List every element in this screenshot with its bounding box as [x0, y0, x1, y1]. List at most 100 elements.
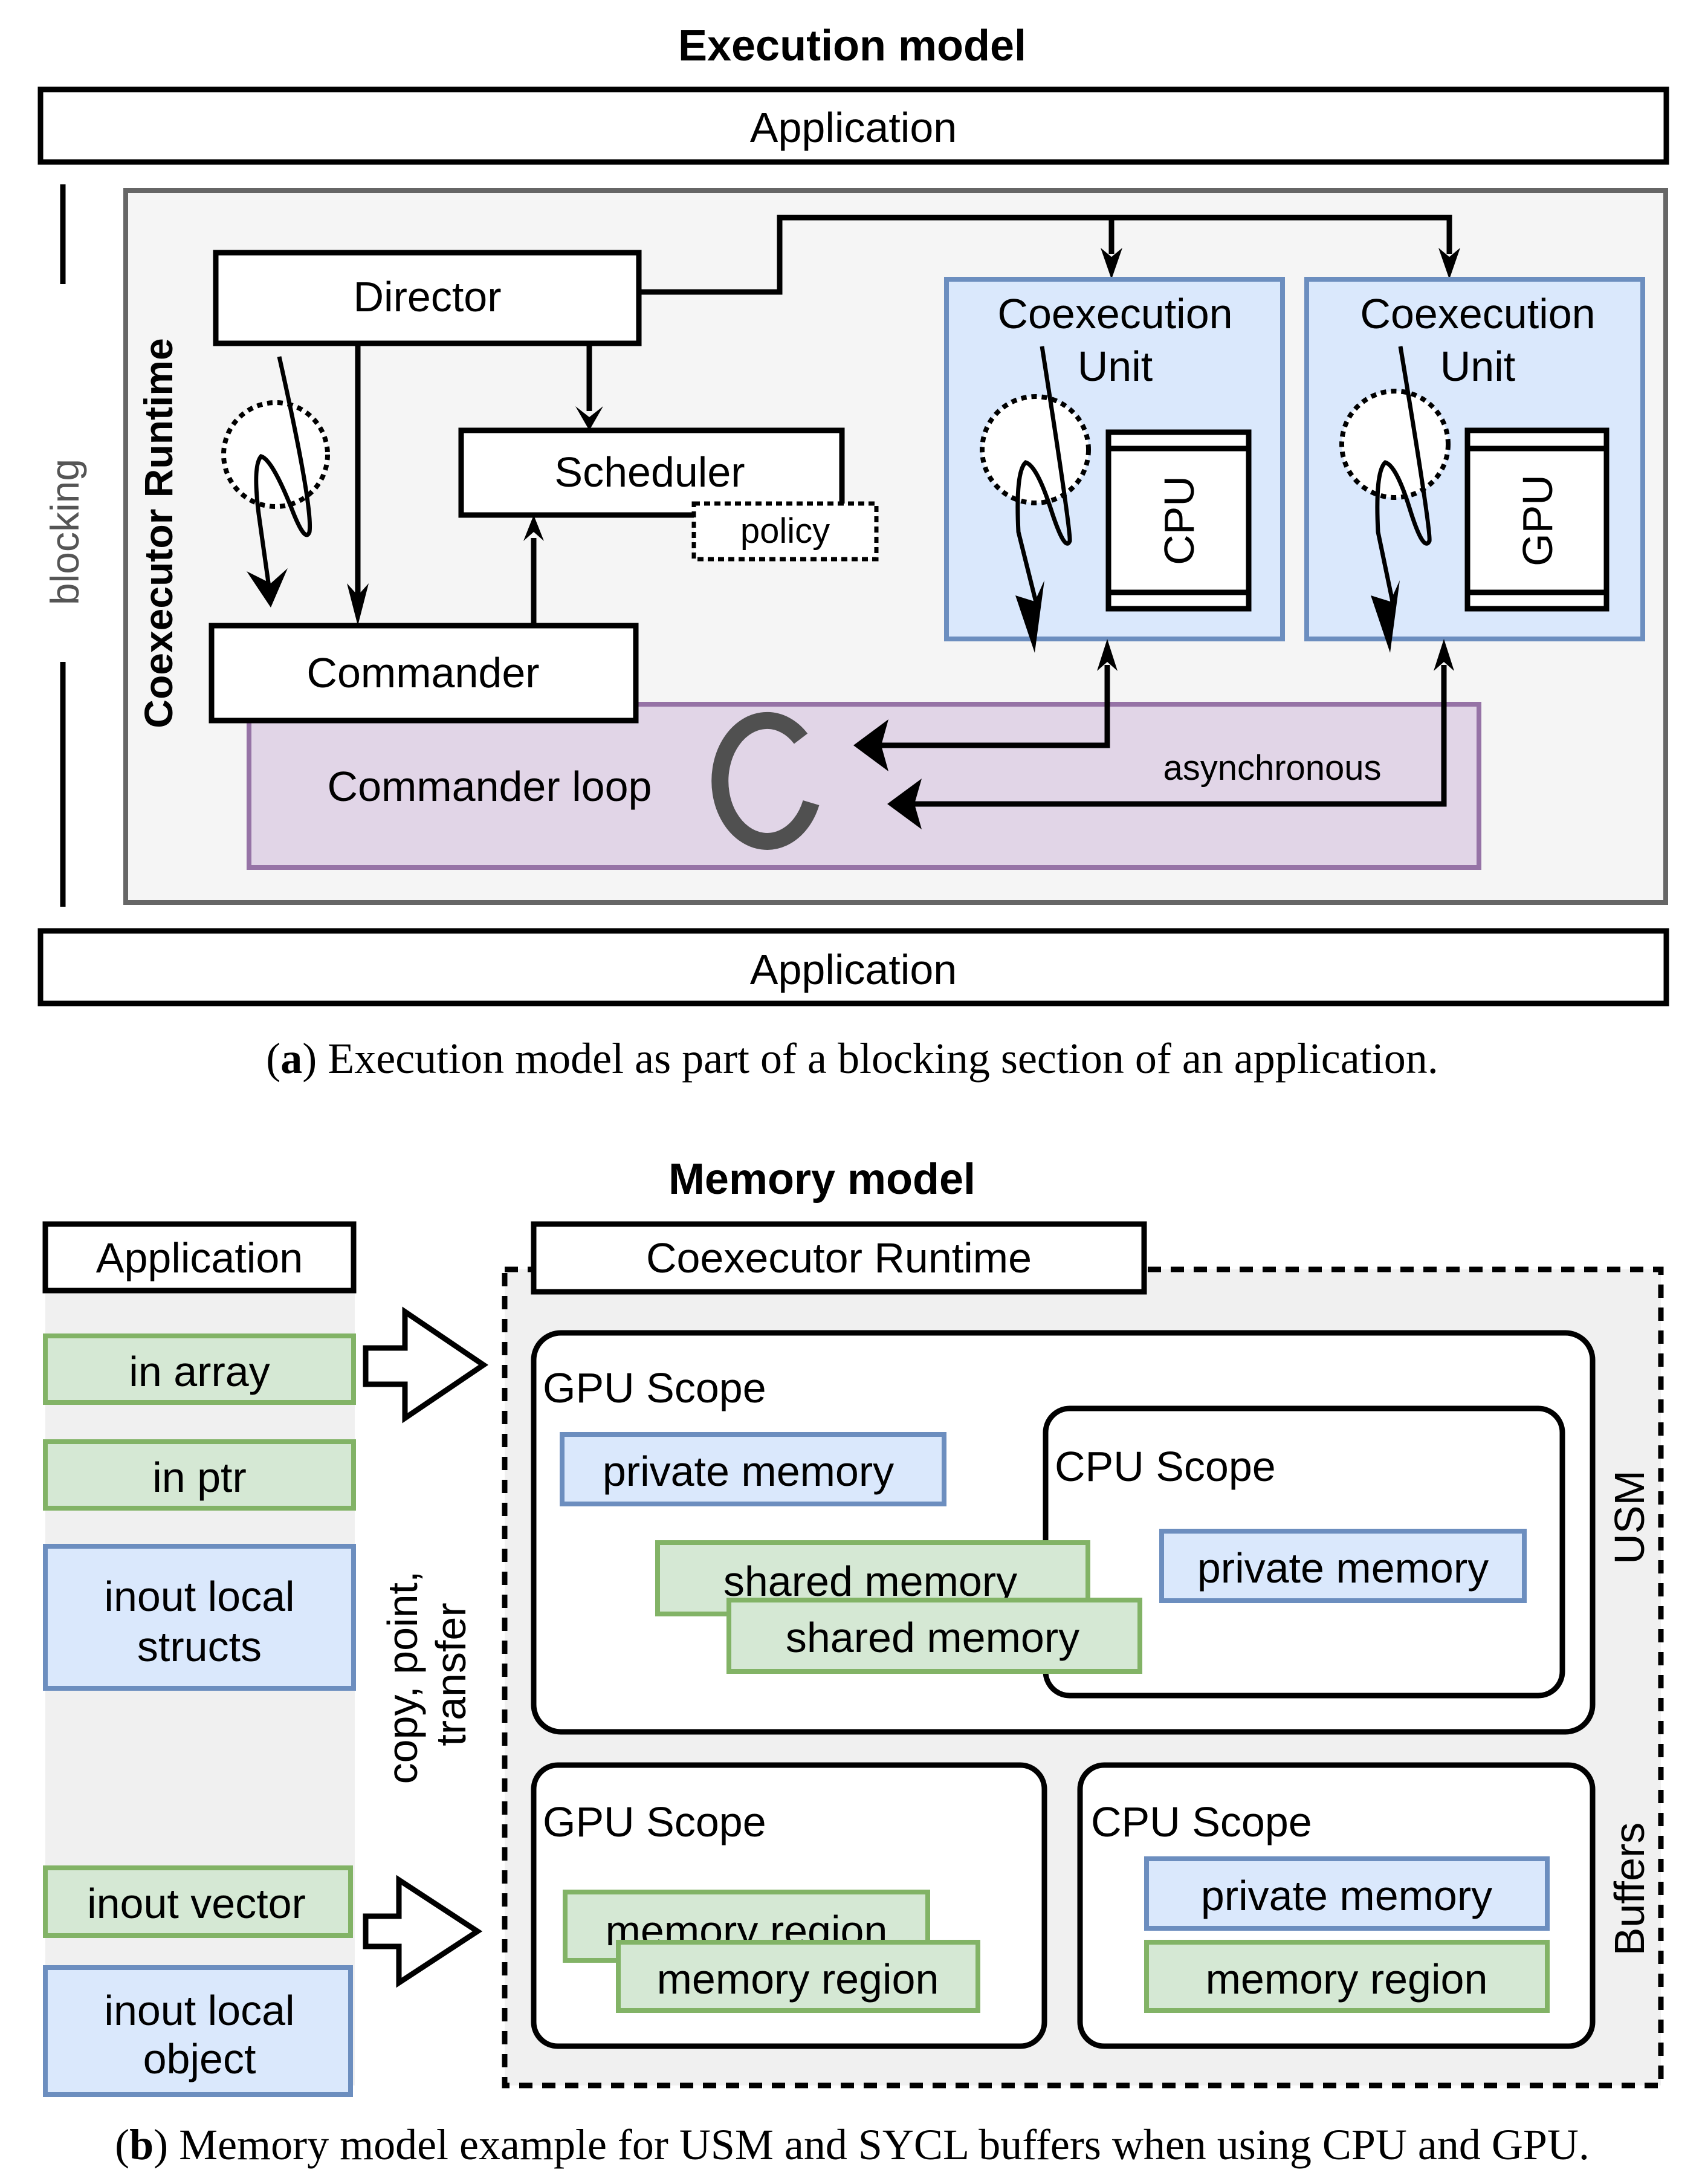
- buffers-cpu-private-memory: [1144, 1856, 1550, 1931]
- app-item-inout-vector: [43, 1865, 353, 1938]
- runtime-header-label: Coexecutor Runtime: [646, 1234, 1032, 1282]
- usm-cpu-private-memory: [1159, 1529, 1527, 1603]
- caption-b: (b) Memory model example for USM and SYC…: [115, 2121, 1590, 2169]
- commander-loop-label: Commander loop: [328, 763, 652, 810]
- async-arrowhead-gpu: [887, 779, 922, 829]
- coexecution-unit-gpu: Coexecution Unit GPU: [1304, 277, 1645, 653]
- app-item-inout-local-object: [43, 1965, 353, 2097]
- buffers-gpu-region-front-label: memory region: [657, 1956, 939, 2003]
- scheduler-label: Scheduler: [554, 449, 745, 496]
- caption-a: (a) Execution model as part of a blockin…: [266, 1034, 1438, 1083]
- usm-shared-back-label: shared memory: [723, 1558, 1017, 1605]
- bottom-application-box: [37, 928, 1669, 1006]
- loop-cycle-icon: [711, 711, 820, 850]
- async-arrowhead-gpu-up: [1434, 639, 1454, 671]
- transfer-arrow-usm: [363, 1306, 489, 1424]
- gpu-thread-arrowhead: [1371, 580, 1400, 653]
- arrowhead-director-commander: [347, 583, 369, 626]
- app-item-inout-vector-label: inout vector: [87, 1880, 306, 1927]
- coexecution-unit-cpu: Coexecution Unit CPU: [944, 277, 1285, 653]
- gpu-device-box: [1464, 427, 1610, 612]
- usm-gpu-private-label: private memory: [603, 1448, 894, 1495]
- caption-a-text: Execution model as part of a blocking se…: [317, 1034, 1438, 1083]
- gpu-unit-title-line2: Unit: [1440, 343, 1515, 390]
- app-item-structs-line1: inout local: [104, 1573, 294, 1620]
- asynchronous-label: asynchronous: [1163, 748, 1381, 788]
- commander-label: Commander: [306, 649, 539, 696]
- gpu-thread-circle: [1339, 389, 1451, 500]
- cpu-thread-icon: [1015, 346, 1072, 605]
- coexecutor-runtime-label: Coexecutor Runtime: [136, 338, 181, 728]
- buffers-side-label: Buffers: [1606, 1823, 1653, 1956]
- buffers-gpu-region-front: [616, 1940, 980, 2013]
- blocking-label: blocking: [42, 459, 87, 605]
- caption-a-letter: a: [280, 1034, 302, 1083]
- top-application-label: Application: [750, 104, 957, 151]
- scheduler-box: [458, 427, 845, 518]
- policy-box: [691, 501, 879, 562]
- figure-a-execution-model: Execution model Application blocking Coe…: [37, 22, 1669, 1083]
- app-item-inout-local-structs: [43, 1544, 356, 1691]
- policy-label: policy: [740, 511, 830, 551]
- cpu-unit-title-line2: Unit: [1078, 343, 1153, 390]
- cpu-thread-arrowhead: [1015, 580, 1044, 653]
- cpu-device-label: CPU: [1156, 476, 1203, 565]
- app-item-in-ptr: [43, 1439, 356, 1511]
- transfer-arrow-buffers: [363, 1875, 483, 1988]
- app-item-in-array-label: in array: [129, 1348, 270, 1395]
- buffers-cpu-private-label: private memory: [1201, 1872, 1492, 1919]
- arrow-director-units: [639, 215, 1452, 295]
- arrowhead-cpu-unit: [1101, 248, 1122, 279]
- async-arrow-cpu: [879, 665, 1110, 748]
- commander-loop-box: [247, 702, 1481, 870]
- buffers-cpu-region-label: memory region: [1206, 1956, 1488, 2003]
- commander-box: [209, 623, 639, 724]
- figure-b-memory-model: Memory model Application in array in ptr…: [42, 1155, 1664, 2169]
- app-item-in-array: [43, 1333, 356, 1405]
- arrowhead-gpu-unit: [1438, 248, 1460, 279]
- director-box: [213, 250, 642, 346]
- cpu-unit-title-line1: Coexecution: [997, 290, 1232, 337]
- runtime-header-box: [531, 1221, 1147, 1295]
- gpu-device-label: GPU: [1514, 475, 1561, 566]
- application-header-label: Application: [96, 1234, 303, 1282]
- top-application-box: [37, 86, 1669, 165]
- cpu-thread-circle: [980, 394, 1091, 505]
- director-label: Director: [353, 273, 501, 320]
- execution-model-title: Execution model: [678, 22, 1026, 70]
- top-application-bar: Application: [37, 86, 1669, 165]
- async-arrowhead-cpu-up: [1097, 639, 1118, 671]
- cpu-device-box: [1105, 429, 1252, 612]
- caption-b-text: Memory model example for USM and SYCL bu…: [168, 2121, 1590, 2169]
- buffers-cpu-scope-label: CPU Scope: [1091, 1798, 1312, 1845]
- transfer-label-line1: copy, point,: [379, 1571, 426, 1784]
- buffers-section: GPU Scope memory region memory region CP…: [531, 1762, 1653, 2049]
- caption-b-letter: b: [129, 2121, 154, 2169]
- usm-side-label: USM: [1606, 1470, 1653, 1564]
- app-item-structs-line2: structs: [137, 1623, 262, 1670]
- async-arrowhead-cpu: [853, 719, 888, 771]
- usm-cpu-private-label: private memory: [1197, 1544, 1489, 1592]
- arrowhead-commander-scheduler: [523, 515, 544, 541]
- gpu-thread-icon: [1375, 346, 1432, 605]
- buffers-gpu-scope-label: GPU Scope: [543, 1798, 766, 1845]
- transfer-label-line2: transfer: [427, 1602, 474, 1746]
- usm-shared-front-label: shared memory: [786, 1614, 1079, 1661]
- app-item-in-ptr-label: in ptr: [152, 1454, 247, 1501]
- usm-shared-memory-front: [726, 1598, 1142, 1674]
- gpu-unit-title-line1: Coexecution: [1360, 290, 1595, 337]
- buffers-cpu-memory-region: [1144, 1940, 1550, 2013]
- blocking-bracket: blocking: [42, 184, 87, 907]
- usm-gpu-private-memory: [560, 1432, 946, 1506]
- app-item-object-line1: inout local: [104, 1987, 294, 2034]
- memory-model-title: Memory model: [668, 1155, 975, 1204]
- usm-section: GPU Scope private memory CPU Scope priva…: [531, 1330, 1653, 1735]
- usm-gpu-scope-label: GPU Scope: [543, 1364, 766, 1411]
- app-item-object-line2: object: [143, 2035, 256, 2082]
- application-header-box: [42, 1221, 357, 1294]
- bottom-application-label: Application: [750, 946, 957, 993]
- async-arrow-gpu: [913, 665, 1447, 807]
- usm-cpu-scope-label: CPU Scope: [1055, 1443, 1276, 1490]
- async-arrows: asynchronous: [853, 639, 1454, 829]
